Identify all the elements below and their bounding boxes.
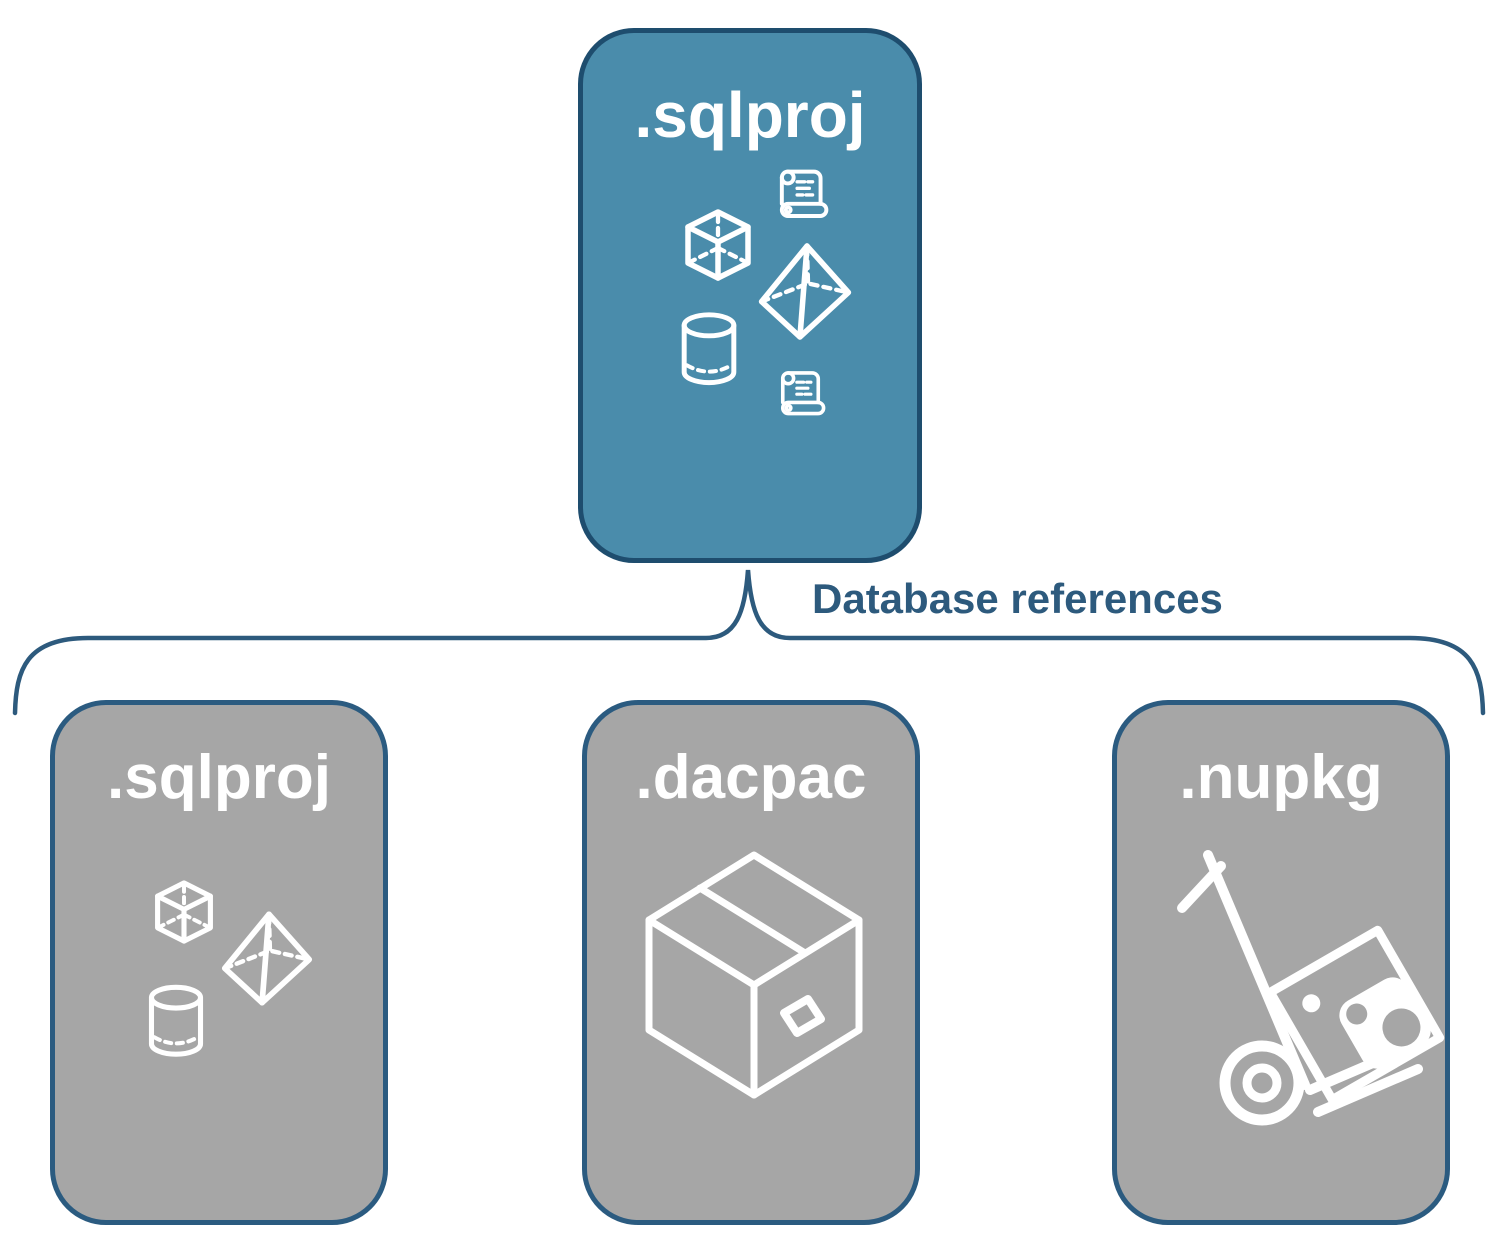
root-card-title: .sqlproj [634, 79, 866, 151]
package-box-icon [645, 851, 863, 1099]
cylinder-icon [681, 312, 737, 386]
script-scroll-icon [780, 371, 826, 416]
child-card-title: .nupkg [1179, 743, 1383, 812]
pyramid-icon [758, 243, 852, 340]
script-scroll-icon [779, 169, 829, 218]
pyramid-icon [221, 911, 313, 1006]
brace-connector [12, 569, 1486, 716]
root-card-sqlproj: .sqlproj [578, 28, 922, 563]
child-card-nupkg: .nupkg [1112, 700, 1450, 1225]
nuget-hand-truck-icon [1177, 850, 1445, 1126]
child-card-dacpac: .dacpac [582, 700, 920, 1225]
connector-label: Database references [812, 575, 1223, 622]
child-card-title: .sqlproj [107, 743, 331, 812]
cube-icon [685, 209, 751, 281]
cylinder-icon [148, 984, 204, 1057]
child-card-title: .dacpac [635, 743, 867, 812]
cube-icon [155, 880, 213, 944]
child-card-sqlproj: .sqlproj [50, 700, 388, 1225]
